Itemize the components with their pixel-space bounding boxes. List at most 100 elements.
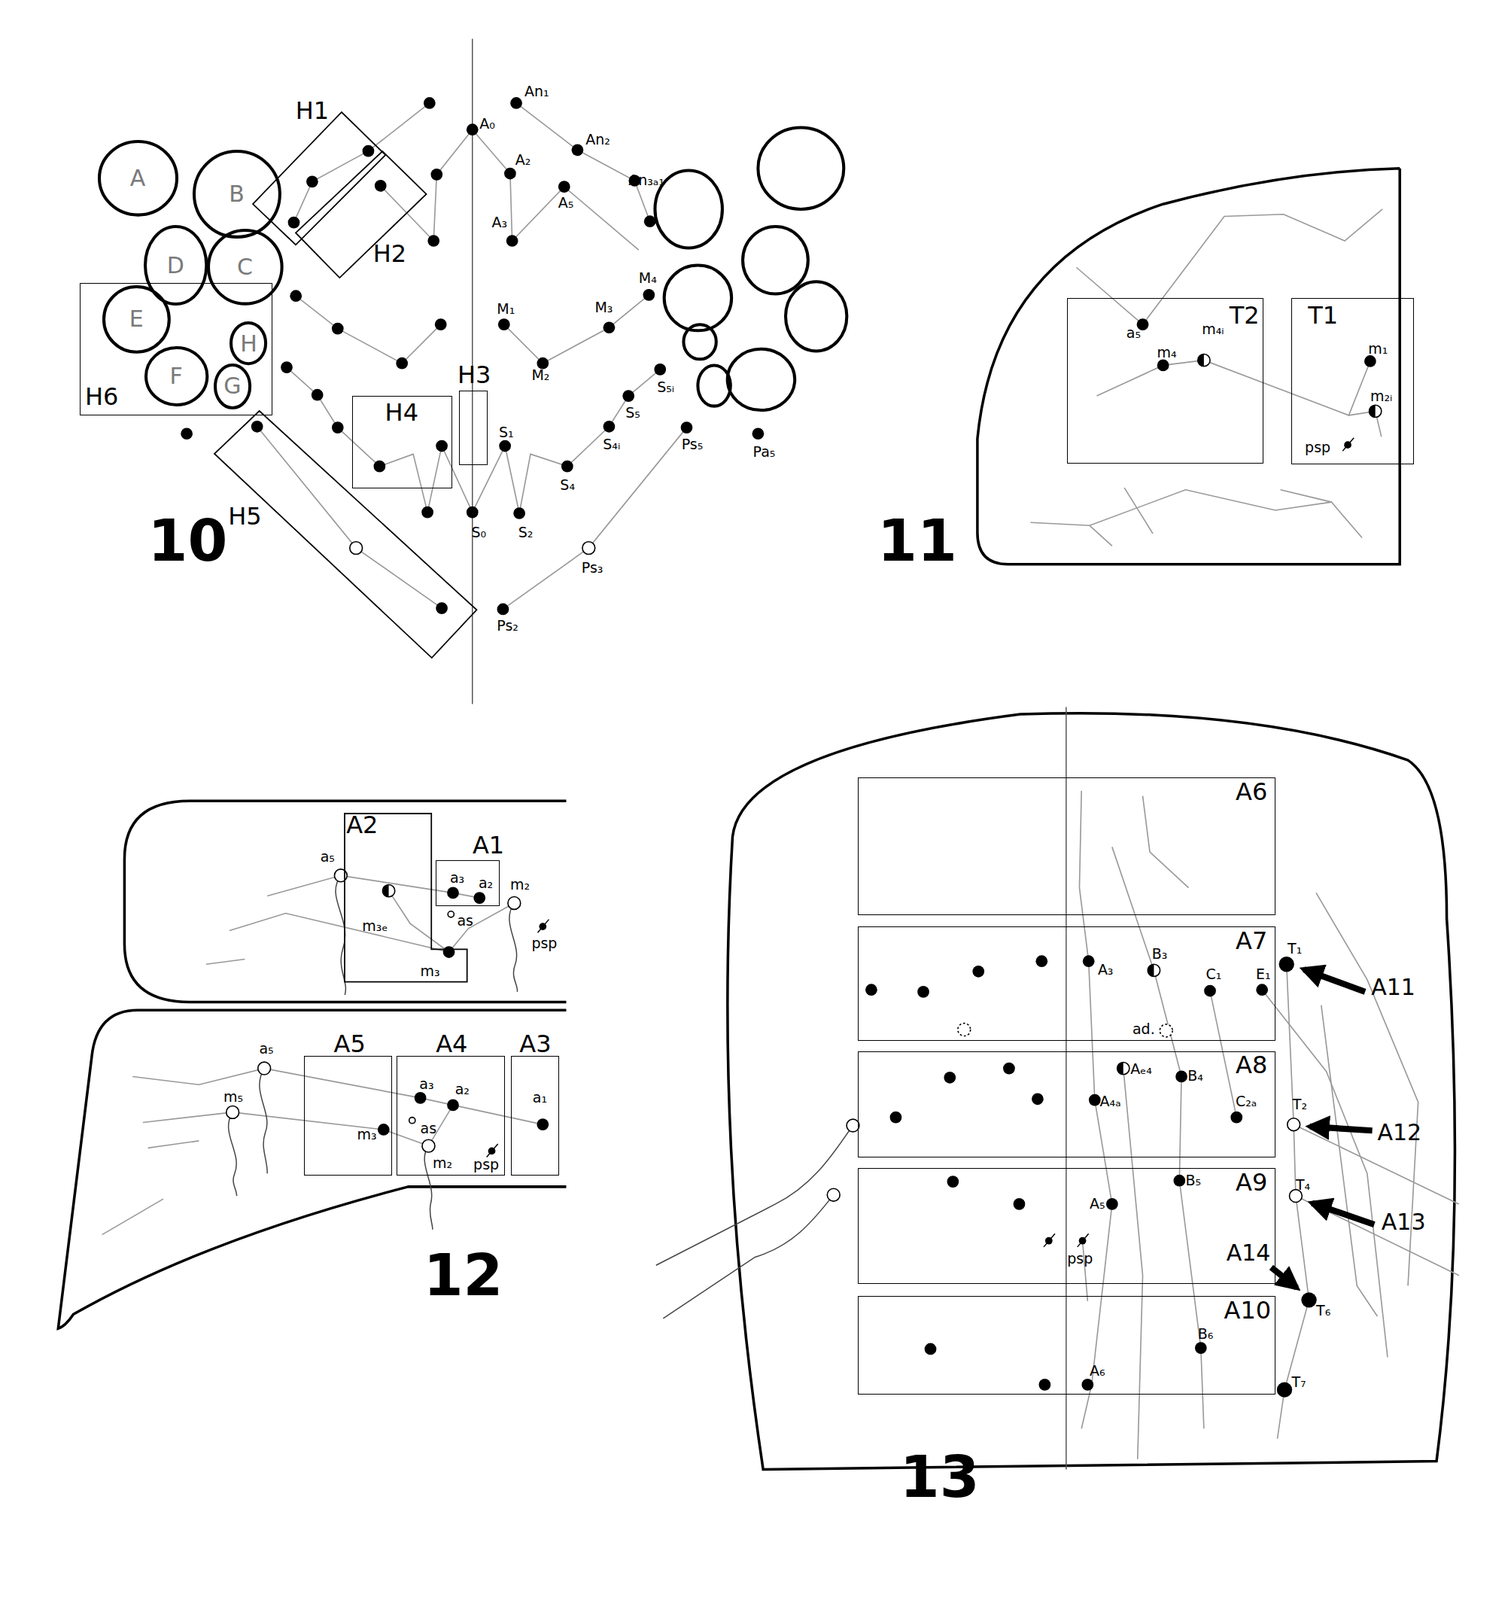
seta-line bbox=[1082, 1240, 1089, 1302]
seta-half bbox=[1369, 404, 1376, 417]
seta-socket bbox=[409, 1117, 416, 1124]
area-label: A9 bbox=[1235, 1170, 1268, 1197]
seta-line bbox=[1112, 846, 1204, 1429]
seta-dot bbox=[506, 234, 519, 247]
body-outline bbox=[124, 800, 566, 1002]
seta-line bbox=[502, 427, 687, 609]
seta-line bbox=[229, 902, 514, 952]
seta-socket bbox=[582, 541, 596, 555]
arrow-label: A11 bbox=[1371, 975, 1416, 1001]
seta-name: C₂ₐ bbox=[1235, 1094, 1257, 1110]
midline bbox=[1065, 707, 1067, 1470]
seta-name: psp bbox=[1304, 440, 1331, 456]
eye-patch: F bbox=[145, 347, 207, 405]
area-label: T1 bbox=[1307, 303, 1338, 329]
seta-name: m₂ᵢ bbox=[1370, 389, 1393, 405]
seta-socket bbox=[422, 1139, 435, 1153]
seta-dot bbox=[1279, 956, 1295, 972]
area-label: C bbox=[237, 255, 253, 280]
seta-name: B₅ bbox=[1185, 1173, 1201, 1189]
seta-line bbox=[295, 295, 441, 363]
seta-dot bbox=[288, 216, 301, 229]
seta-dot bbox=[430, 168, 443, 181]
seta-line bbox=[1143, 796, 1189, 888]
seta-socket bbox=[957, 1023, 971, 1037]
seta-name: m₃ₑ bbox=[361, 918, 388, 934]
seta-dot bbox=[466, 506, 479, 519]
seta-dot bbox=[443, 945, 456, 958]
seta-name: psp bbox=[1067, 1251, 1093, 1267]
area-label: B bbox=[228, 182, 245, 207]
seta-name: B₆ bbox=[1197, 1326, 1214, 1342]
seta-dot bbox=[498, 318, 511, 331]
seta-dot bbox=[1173, 1174, 1186, 1187]
eye-patch bbox=[683, 324, 716, 359]
pointer-arrow bbox=[1312, 1203, 1375, 1225]
seta-dot bbox=[1082, 954, 1095, 967]
seta-name: as bbox=[456, 913, 474, 929]
seta-dot bbox=[427, 234, 440, 247]
seta-name: Aₑ₄ bbox=[1130, 1061, 1153, 1077]
eye-patch bbox=[697, 364, 730, 406]
seta-dot bbox=[466, 123, 479, 136]
seta-dot bbox=[446, 887, 460, 900]
seta-dot bbox=[1230, 1111, 1243, 1124]
seta-name: A₄ₐ bbox=[1100, 1094, 1122, 1110]
seta-name: a₃ bbox=[419, 1076, 434, 1092]
area-label: T2 bbox=[1229, 303, 1260, 329]
area-label: A6 bbox=[1235, 779, 1268, 806]
seta-line bbox=[102, 1198, 164, 1235]
eye-patch: C bbox=[208, 230, 283, 305]
seta-line bbox=[206, 959, 246, 965]
seta-dot bbox=[1031, 1092, 1044, 1105]
seta-name: T₄ bbox=[1295, 1178, 1311, 1194]
macroseta bbox=[259, 1068, 268, 1174]
eye-outline bbox=[231, 322, 266, 364]
seta-dot bbox=[434, 318, 447, 331]
area-box: H2 bbox=[295, 151, 427, 278]
area-box: H1 bbox=[252, 112, 386, 245]
eye-patch bbox=[785, 281, 847, 351]
seta-dot bbox=[917, 985, 930, 998]
seta-line bbox=[1124, 487, 1153, 534]
seta-dot bbox=[395, 357, 408, 370]
seta-socket bbox=[447, 911, 454, 918]
seta-name: m₁ bbox=[1368, 341, 1388, 357]
seta-dot bbox=[251, 420, 264, 433]
seta-name: An₁ bbox=[524, 84, 550, 100]
seta-name: a₅ bbox=[320, 849, 335, 865]
seta-name: m₄ᵢ bbox=[1201, 322, 1225, 338]
seta-dot bbox=[1081, 1378, 1094, 1391]
seta-name: T₆ bbox=[1316, 1303, 1331, 1319]
seta-dot bbox=[558, 180, 571, 193]
seta-name: Ps₅ bbox=[681, 437, 704, 453]
area-label: A3 bbox=[519, 1031, 551, 1058]
area-label: A bbox=[130, 167, 146, 192]
outline bbox=[214, 410, 477, 658]
seta-name: T₁ bbox=[1287, 941, 1302, 957]
area-outline bbox=[344, 813, 468, 982]
seta-name: A₅ bbox=[1089, 1196, 1106, 1212]
area-label: H1 bbox=[295, 98, 329, 125]
seta-half bbox=[382, 884, 389, 897]
outline bbox=[344, 813, 468, 982]
area-box: T1 bbox=[1291, 297, 1414, 465]
area-label: A4 bbox=[435, 1031, 468, 1058]
seta-dot bbox=[561, 460, 574, 473]
seta-line bbox=[1280, 489, 1363, 539]
seta-line bbox=[1295, 1195, 1460, 1276]
seta-half bbox=[1117, 1061, 1124, 1074]
macroseta bbox=[509, 902, 518, 992]
figure-number: 10 bbox=[148, 510, 229, 572]
seta-name: M₄ bbox=[638, 270, 657, 286]
area-label: F bbox=[170, 364, 183, 389]
seta-name: A₃ bbox=[1097, 962, 1114, 978]
area-box: H5 bbox=[214, 410, 477, 658]
seta-dot bbox=[414, 1091, 427, 1104]
outline bbox=[295, 151, 427, 278]
seta-dot bbox=[1255, 983, 1268, 996]
outline bbox=[252, 112, 386, 245]
area-box: A3 bbox=[510, 1055, 560, 1176]
seta-dot bbox=[374, 179, 387, 192]
seta-dot bbox=[377, 1123, 390, 1136]
